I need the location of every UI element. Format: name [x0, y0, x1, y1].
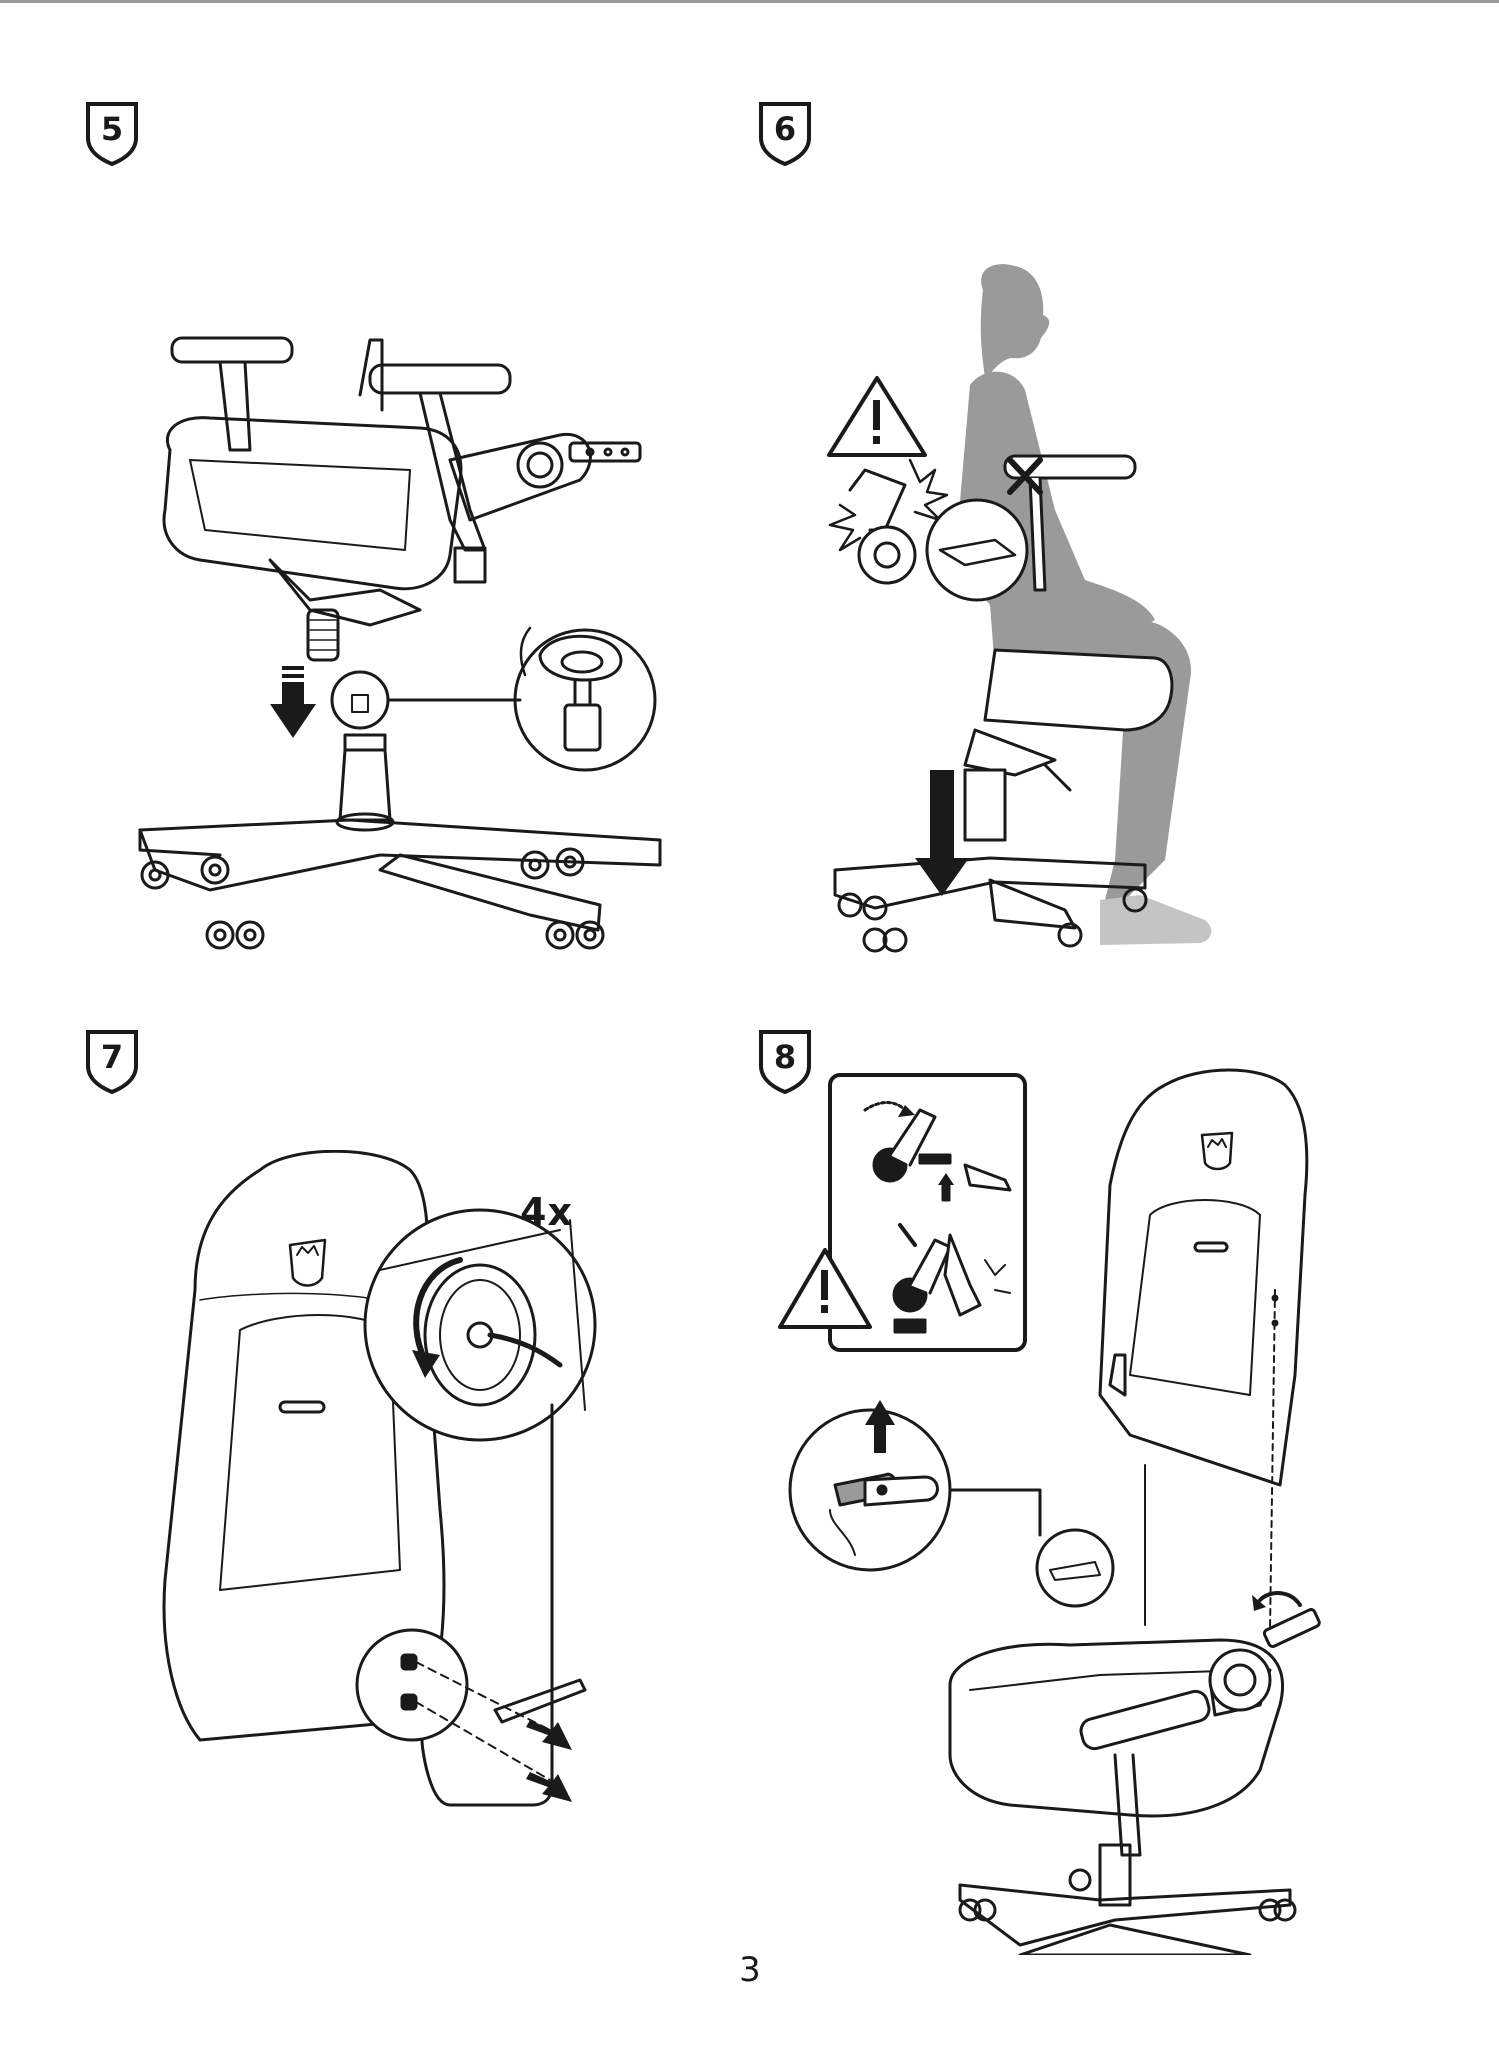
person-silhouette	[955, 264, 1212, 945]
detail-callout-large	[513, 628, 657, 772]
rotate-arrow-icon	[1252, 1591, 1302, 1611]
detail-callout-small	[330, 670, 390, 730]
tilt-mechanism	[448, 433, 592, 522]
page-number: 3	[739, 1950, 761, 1990]
warning-icon	[827, 376, 927, 457]
step6-illustration	[827, 264, 1212, 953]
down-arrow-icon	[915, 770, 969, 896]
seat-cushion	[162, 416, 463, 591]
chair-base	[958, 1883, 1292, 1947]
recline-knob	[1208, 1648, 1272, 1712]
step-number: 8	[773, 1038, 797, 1076]
step-badge-6: 6	[755, 100, 815, 166]
prohibited-x-icon	[1007, 457, 1043, 495]
warning-icon	[778, 1248, 872, 1329]
rotate-arrow-icon	[412, 1257, 463, 1378]
caster-wheels	[837, 887, 1148, 953]
step-number: 6	[773, 110, 797, 148]
gas-lift	[963, 768, 1007, 842]
warning-panel	[828, 1073, 1027, 1352]
backrest	[1098, 1068, 1309, 1487]
step7-illustration	[162, 1150, 597, 1807]
gas-lift-cylinder	[306, 608, 340, 662]
shield-icon	[86, 1030, 138, 1094]
armrest-right	[368, 363, 512, 395]
logo-plate	[278, 1400, 326, 1414]
detail-callout-small	[1035, 1528, 1115, 1608]
shield-icon	[759, 102, 811, 166]
detail-callout	[925, 498, 1029, 602]
shield-icon	[86, 102, 138, 166]
caster-wheels	[958, 1868, 1297, 1922]
step-number: 7	[100, 1038, 124, 1076]
down-arrow-icon	[270, 666, 316, 738]
step-badge-7: 7	[82, 1028, 142, 1094]
chair-base	[138, 818, 662, 892]
detail-callout-large	[363, 1208, 597, 1442]
crown-badge-icon	[1200, 1131, 1234, 1171]
step-badge-8: 8	[755, 1028, 815, 1094]
gas-lift-base	[338, 748, 392, 822]
allen-key	[493, 1678, 587, 1724]
armrest	[1079, 1689, 1211, 1751]
shield-icon	[759, 1030, 811, 1094]
armrest-left	[170, 336, 294, 364]
step5-illustration	[138, 336, 662, 950]
crown-badge-icon	[288, 1238, 327, 1287]
seat-cushion	[948, 1638, 1284, 1818]
scan-edge	[0, 0, 1499, 3]
up-arrow-icon	[865, 1400, 895, 1453]
quantity-label: 4x	[520, 1190, 573, 1234]
seat-cushion	[983, 648, 1174, 732]
step-badge-5: 5	[82, 100, 142, 166]
detail-callout-small	[355, 1628, 469, 1742]
caster-wheels	[140, 847, 605, 950]
step-number: 5	[100, 110, 124, 148]
step8-illustration	[778, 1068, 1321, 1955]
down-arrow-icon	[526, 1720, 572, 1802]
gas-lift	[1098, 1843, 1132, 1907]
